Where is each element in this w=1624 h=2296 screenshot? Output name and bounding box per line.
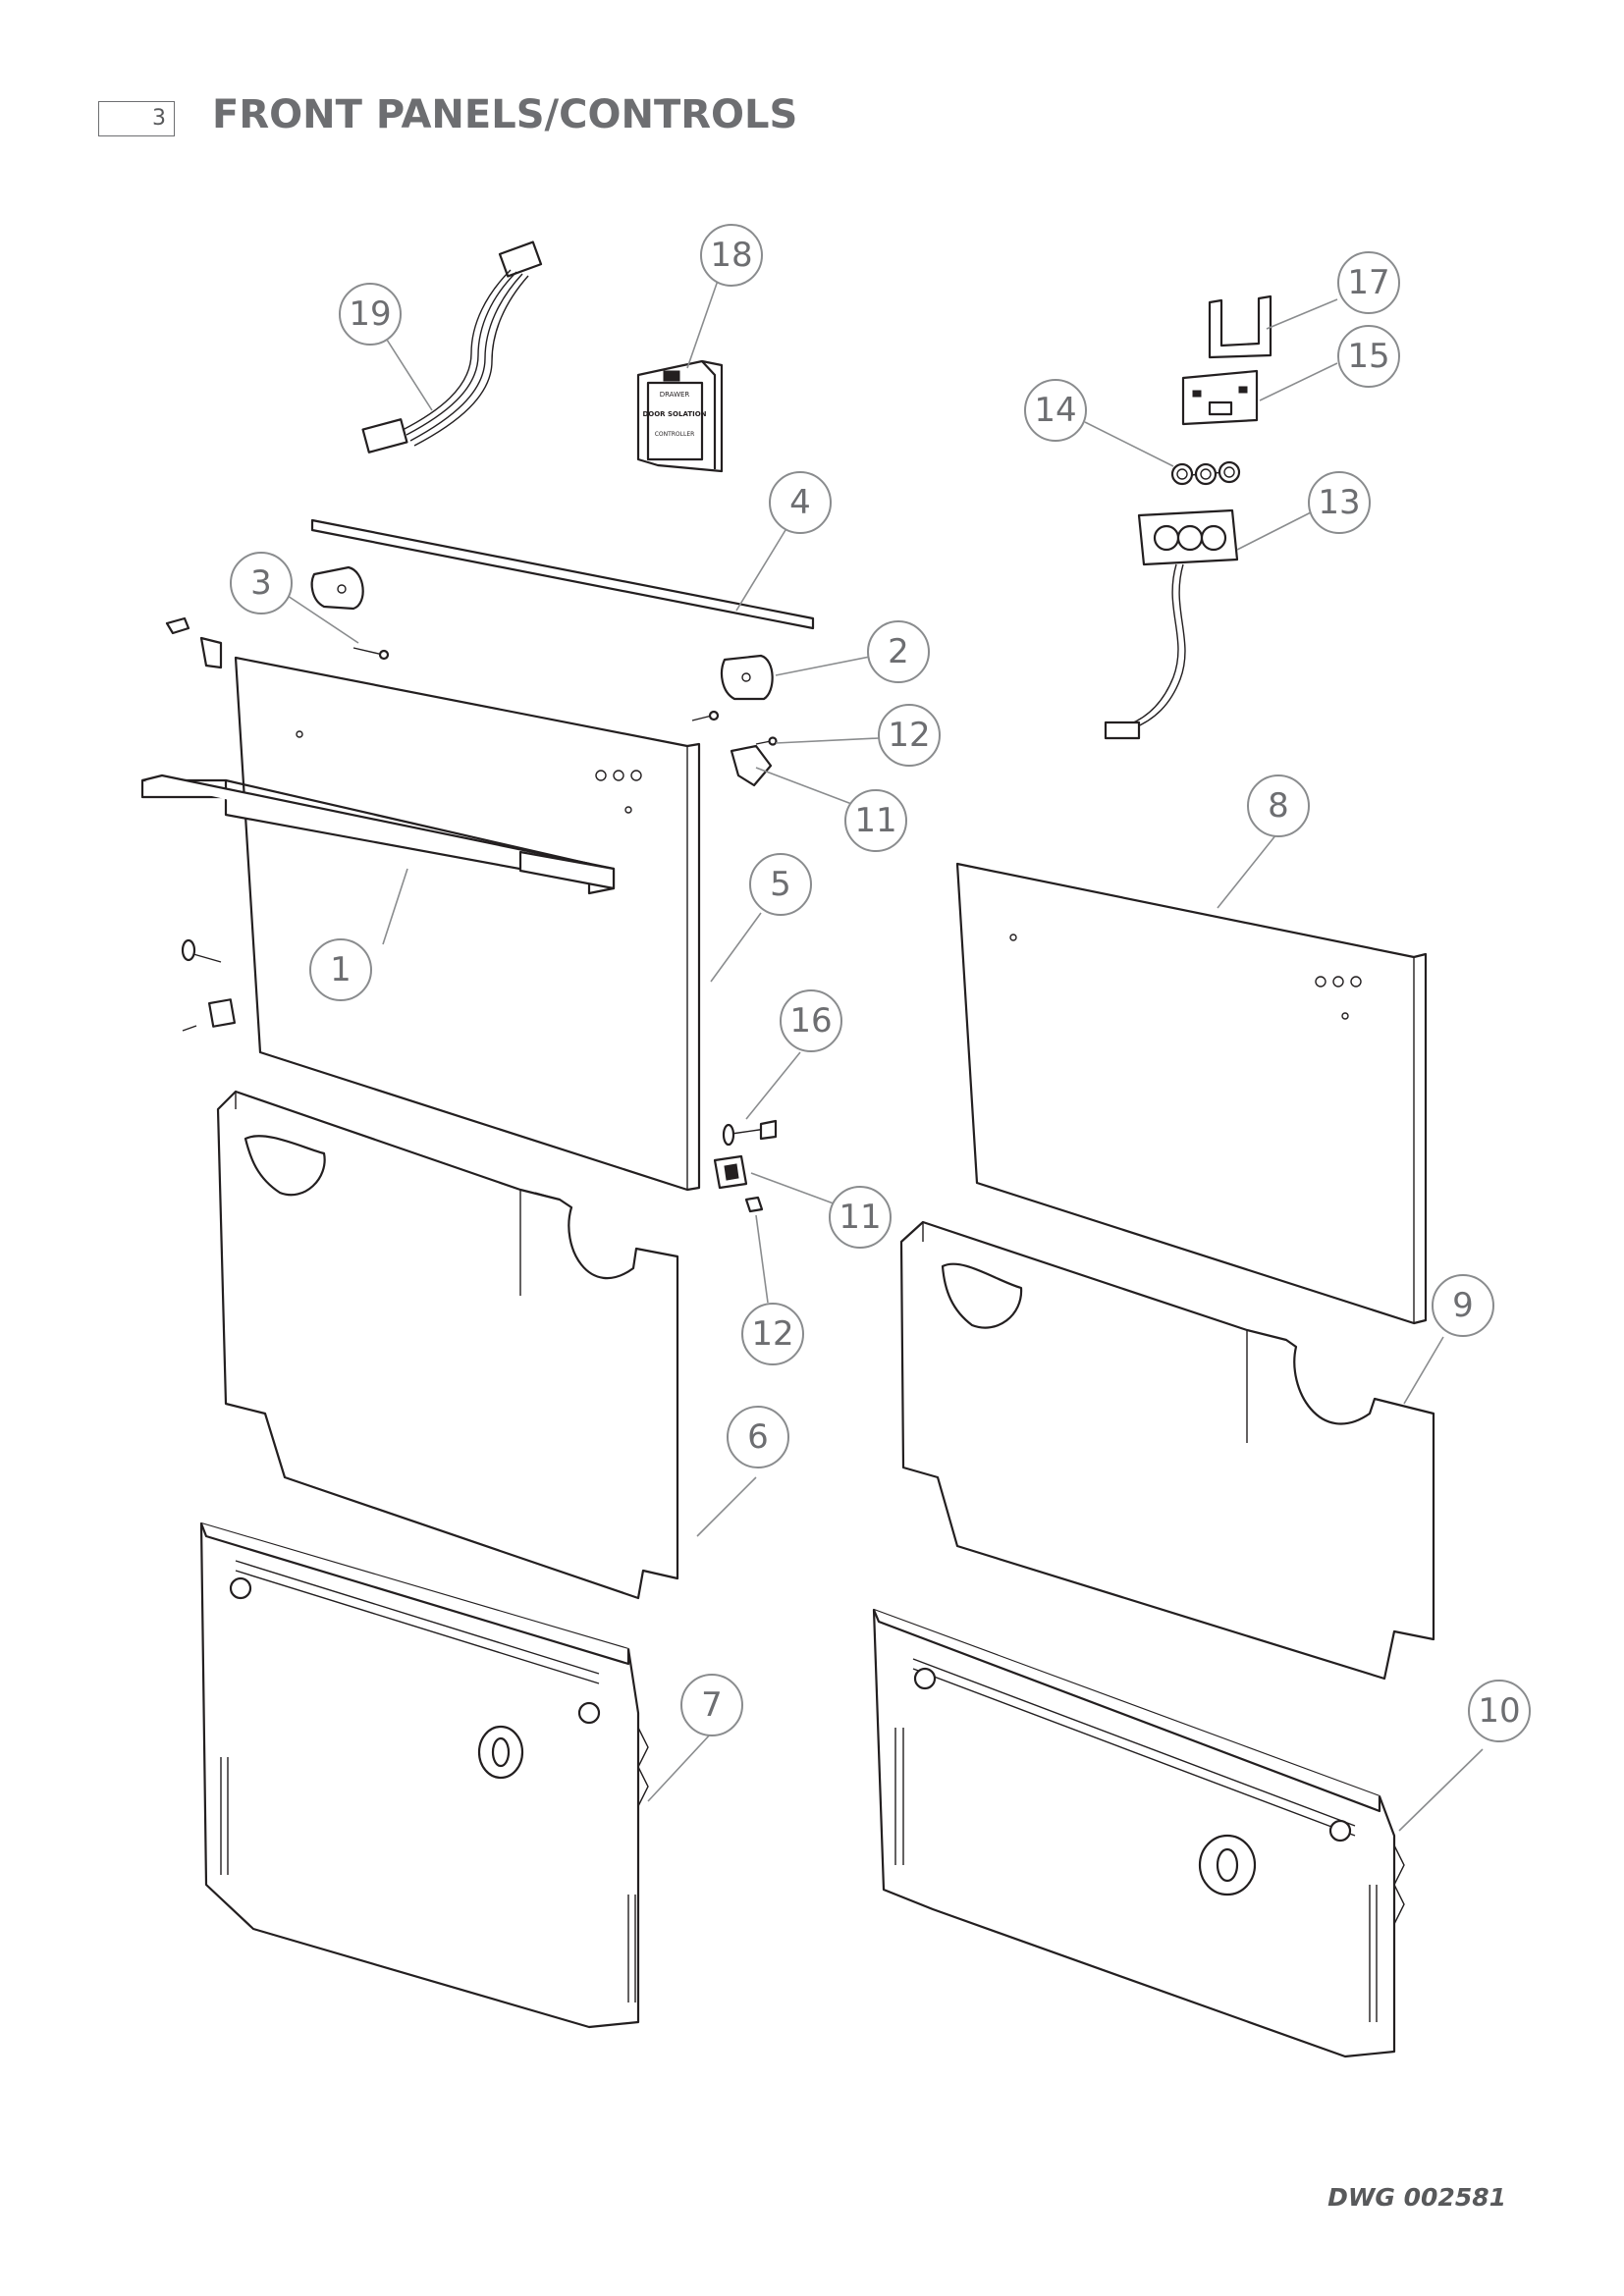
isolator-module-part: DRAWER DOOR SOLATION CONTROLLER [636, 359, 724, 473]
drawing-number: DWG 002581 [1327, 2183, 1506, 2212]
handle-end-cap-right-part [720, 654, 774, 701]
callout-6: 6 [727, 1406, 789, 1468]
callout-11-lower: 11 [829, 1186, 892, 1249]
svg-text:19: 19 [349, 294, 391, 334]
svg-text:1: 1 [330, 950, 352, 989]
callout-5: 5 [749, 853, 812, 916]
callout-14: 14 [1024, 379, 1087, 442]
lower-insulation-panel-part [899, 1220, 1435, 1681]
callout-11-upper: 11 [844, 789, 907, 852]
control-circuit-board-part [1181, 369, 1259, 426]
screw-parts [352, 647, 778, 746]
callout-12-lower: 12 [741, 1303, 804, 1365]
callout-12-upper: 12 [878, 704, 941, 767]
svg-text:6: 6 [747, 1417, 769, 1457]
left-screw-clip-parts [181, 938, 237, 1032]
svg-text:5: 5 [770, 865, 791, 904]
callout-16: 16 [780, 989, 842, 1052]
callout-3: 3 [230, 552, 293, 614]
callout-19: 19 [339, 283, 402, 346]
callout-18: 18 [700, 224, 763, 287]
control-buttons-part [1170, 460, 1241, 486]
top-trim-strip-part [310, 518, 815, 630]
svg-text:11: 11 [854, 801, 896, 840]
svg-text:12: 12 [888, 716, 930, 755]
svg-text:8: 8 [1268, 786, 1289, 826]
callout-1: 1 [309, 938, 372, 1001]
svg-text:18: 18 [710, 236, 752, 275]
callout-17: 17 [1337, 251, 1400, 314]
svg-text:15: 15 [1347, 337, 1389, 376]
svg-text:3: 3 [250, 563, 272, 603]
upper-inner-frame-part [199, 1522, 649, 2029]
panel-bracket-lower-part [713, 1154, 764, 1213]
svg-text:10: 10 [1478, 1691, 1520, 1731]
callout-13: 13 [1308, 471, 1371, 534]
module-label-line1: DRAWER [660, 391, 690, 399]
svg-text:2: 2 [888, 632, 909, 671]
module-label-line3: CONTROLLER [655, 431, 695, 438]
callout-4: 4 [769, 471, 832, 534]
board-retaining-clip-part [1208, 294, 1272, 359]
module-label-line2: DOOR SOLATION [642, 410, 706, 418]
svg-text:4: 4 [789, 483, 811, 522]
svg-text:13: 13 [1318, 483, 1360, 522]
upper-front-panel-part [234, 656, 701, 1192]
callout-2: 2 [867, 620, 930, 683]
section-number-box: 3 [98, 101, 175, 136]
callout-10: 10 [1468, 1680, 1531, 1742]
callout-9: 9 [1432, 1274, 1494, 1337]
svg-text:16: 16 [789, 1001, 832, 1041]
panel-bracket-upper-part [730, 744, 773, 787]
page-title: FRONT PANELS/CONTROLS [212, 92, 798, 137]
svg-text:11: 11 [839, 1198, 881, 1237]
svg-text:12: 12 [751, 1314, 793, 1354]
panel-mounting-screw-part [722, 1119, 778, 1147]
upper-insulation-panel-part [216, 1090, 679, 1600]
svg-text:14: 14 [1034, 391, 1076, 430]
leader-lines [284, 274, 1484, 1832]
svg-text:7: 7 [701, 1685, 723, 1725]
svg-text:9: 9 [1452, 1286, 1474, 1325]
callout-7: 7 [680, 1674, 743, 1736]
svg-text:17: 17 [1347, 263, 1389, 302]
small-clip-part [165, 616, 223, 669]
wiring-harness-part [361, 240, 543, 454]
callout-15: 15 [1337, 325, 1400, 388]
callout-8: 8 [1247, 774, 1310, 837]
door-handle-part [140, 774, 616, 895]
lower-inner-frame-part [872, 1608, 1405, 2058]
handle-end-cap-left-part [310, 565, 364, 611]
control-panel-housing-part [1104, 508, 1239, 740]
lower-front-panel-part [955, 862, 1428, 1325]
